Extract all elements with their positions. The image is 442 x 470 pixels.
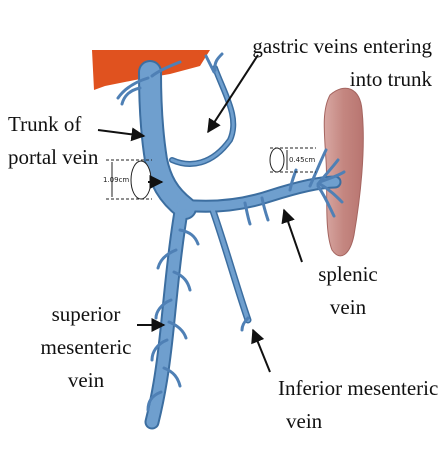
vein-body bbox=[140, 62, 340, 428]
label-trunk-portal-vein: Trunk of portal vein bbox=[8, 112, 98, 170]
arrow-splenic bbox=[281, 208, 303, 263]
label-sup-mes-line3: vein bbox=[67, 368, 105, 392]
label-inf-mes-line1: Inferior mesenteric bbox=[278, 376, 439, 400]
label-splenic-line2: vein bbox=[329, 295, 367, 319]
label-splenic-vein: splenic vein bbox=[308, 262, 388, 320]
arrow-trunk bbox=[97, 127, 146, 142]
label-splenic-line1: splenic bbox=[318, 262, 378, 286]
label-sup-mes-line2: mesenteric bbox=[40, 335, 132, 359]
label-inf-mes-line2: vein bbox=[286, 409, 323, 433]
label-trunk-line1: Trunk of bbox=[8, 112, 82, 136]
label-superior-mesenteric-vein: superior mesenteric vein bbox=[26, 302, 146, 393]
label-gastric-line1: gastric veins entering bbox=[252, 34, 432, 58]
arrow-inferior-mesenteric bbox=[251, 328, 271, 373]
vein-tributaries bbox=[116, 52, 346, 412]
label-trunk-line2: portal vein bbox=[8, 145, 99, 169]
label-inferior-mesenteric-vein: Inferior mesenteric vein bbox=[278, 376, 438, 434]
portal-diameter-marker: 1.09cm bbox=[103, 159, 152, 200]
splenic-diameter-text: 0.45cm bbox=[289, 156, 315, 164]
arrow-gastric bbox=[207, 54, 259, 134]
splenic-diameter-marker: 0.45cm bbox=[269, 147, 316, 173]
label-sup-mes-line1: superior bbox=[51, 302, 121, 326]
label-gastric-line2: into trunk bbox=[349, 67, 432, 91]
pointer-arrows bbox=[97, 54, 303, 373]
label-gastric-veins: gastric veins entering into trunk bbox=[252, 34, 432, 92]
portal-diameter-text: 1.09cm bbox=[103, 176, 129, 184]
